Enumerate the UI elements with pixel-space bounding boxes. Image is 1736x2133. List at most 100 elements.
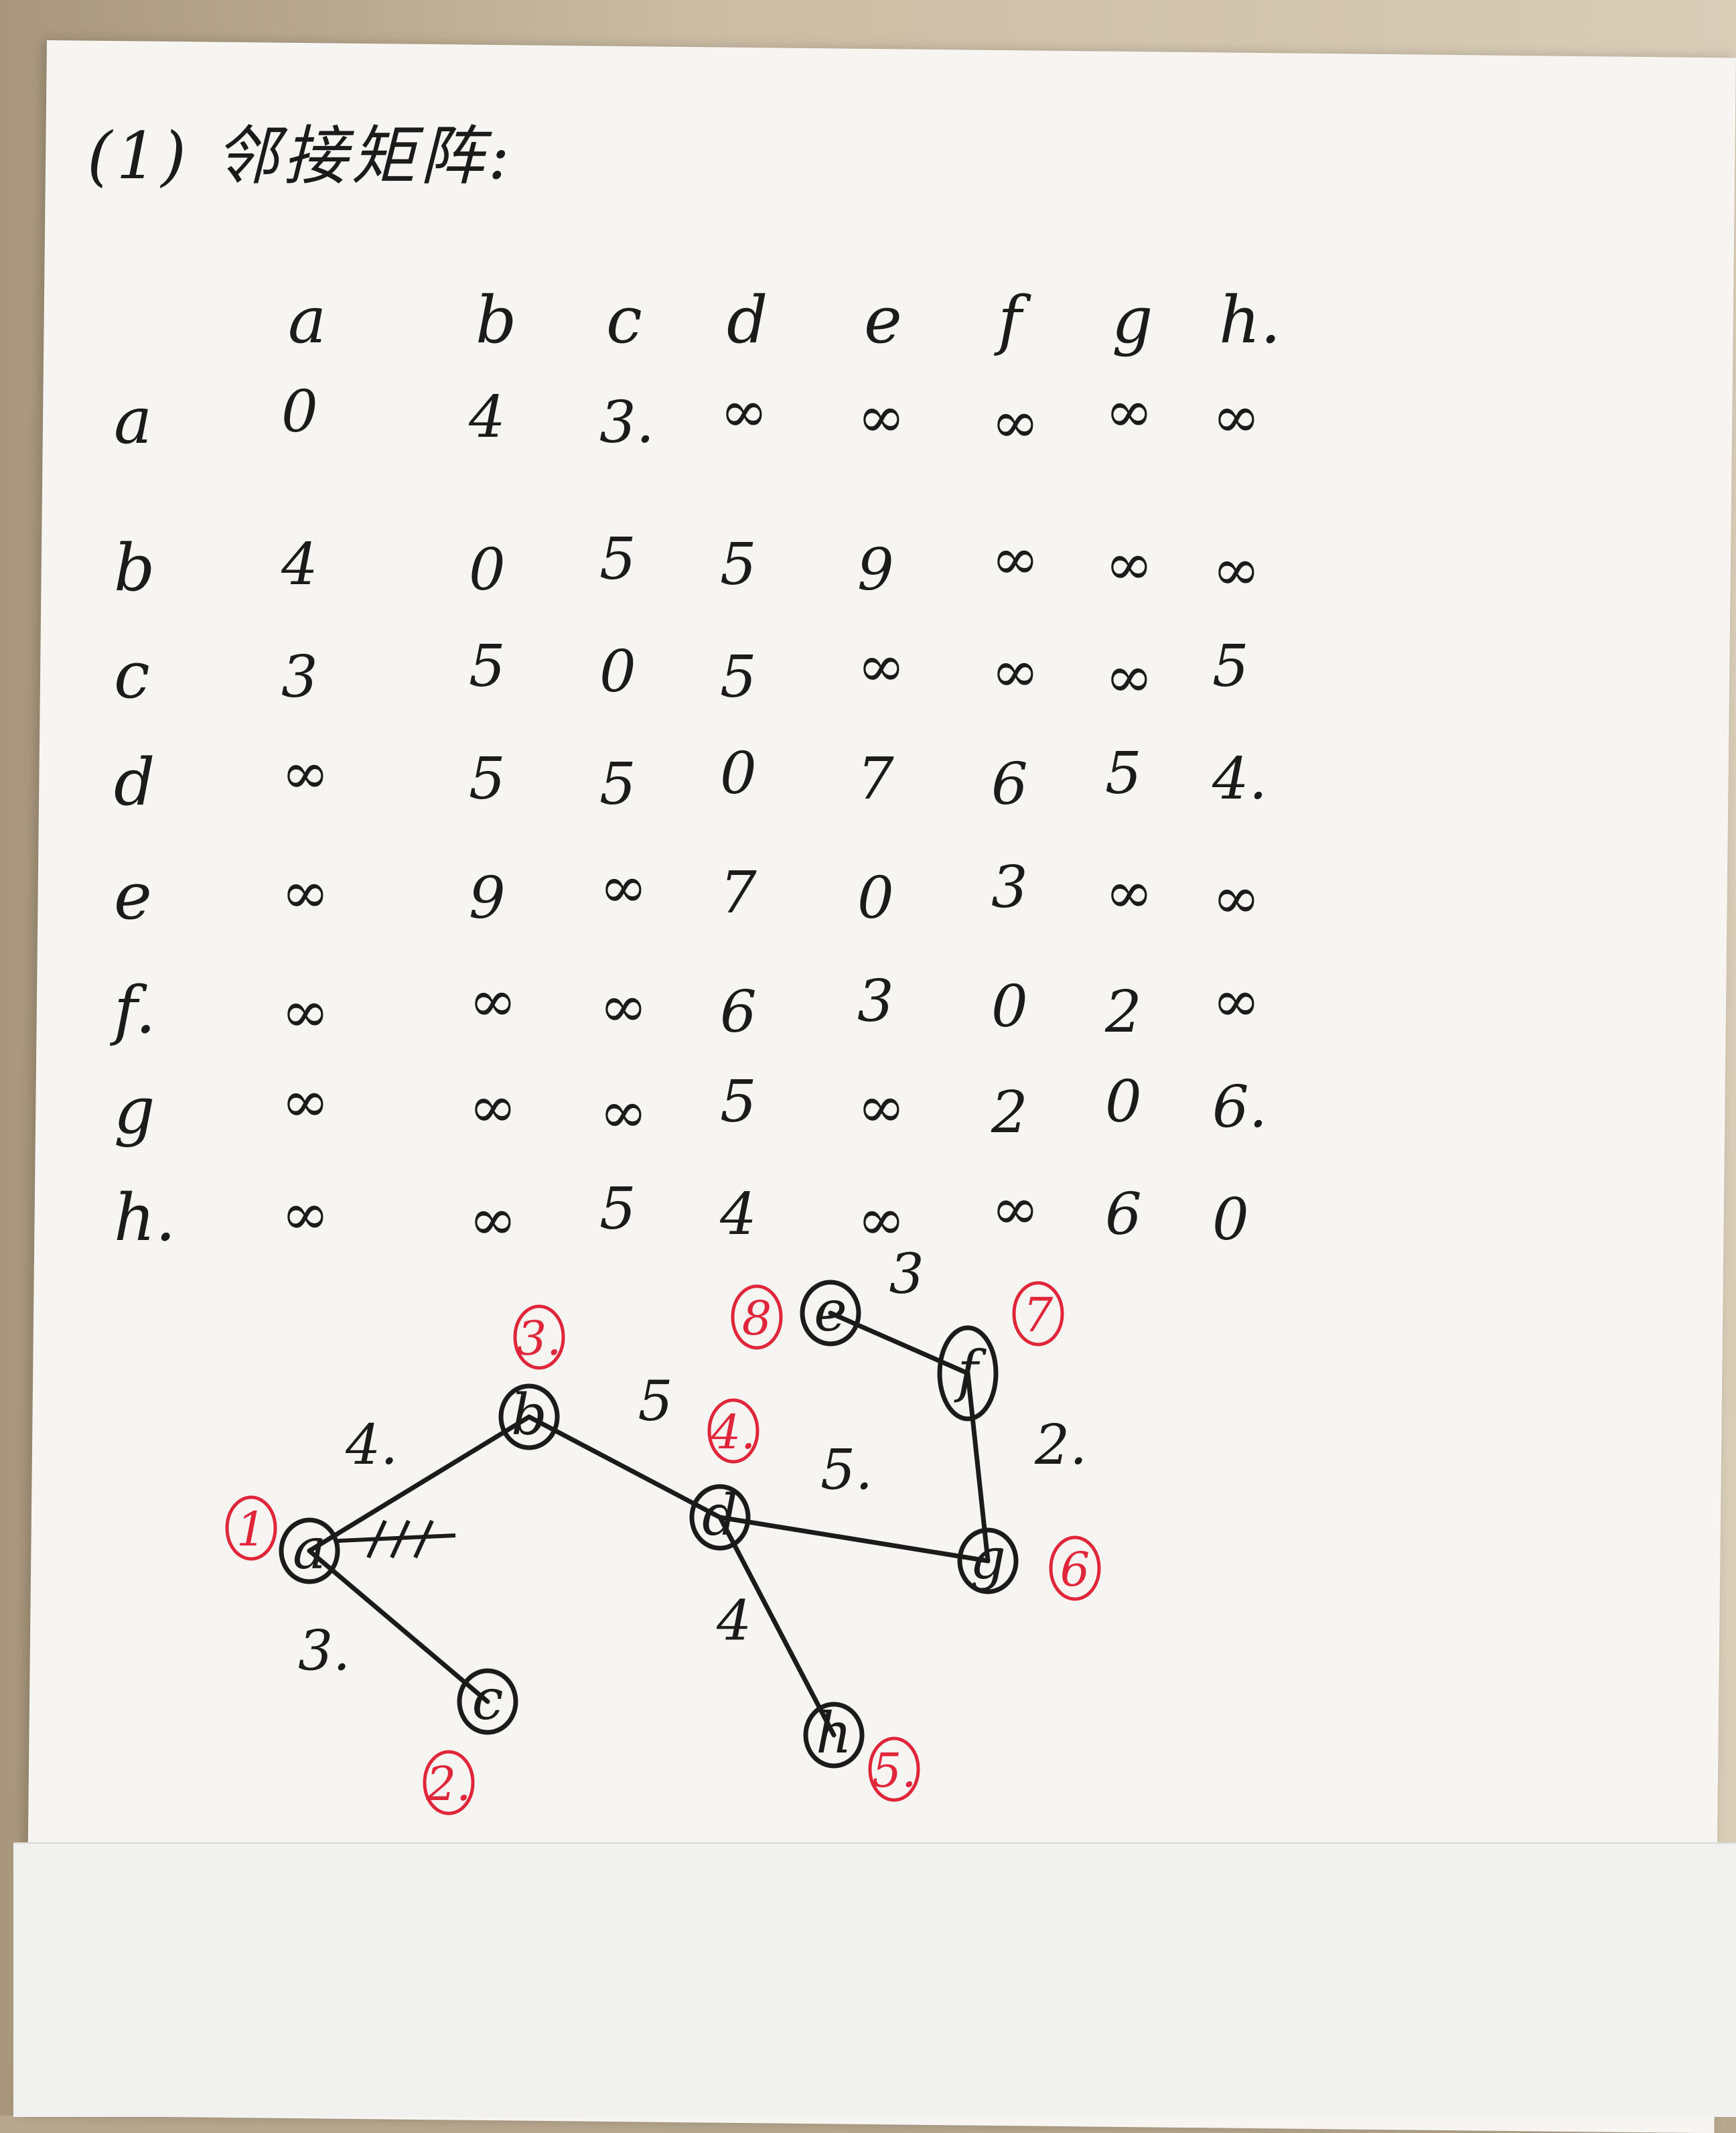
column-header: h. — [1219, 283, 1281, 358]
matrix-cell: 5 — [1105, 740, 1142, 807]
matrix-cell: 5 — [1212, 633, 1249, 700]
node-label: e — [814, 1278, 847, 1344]
edge-weight-label: 3. — [298, 1620, 350, 1683]
node-label: c — [472, 1667, 503, 1732]
column-header: b — [476, 283, 517, 358]
graph-node-h — [803, 1702, 865, 1769]
matrix-cell: 6. — [1212, 1074, 1268, 1141]
edge-weight-label: 4. — [345, 1414, 398, 1477]
matrix-cell: 5 — [599, 526, 636, 593]
matrix-cell: 6 — [1105, 1181, 1142, 1248]
visit-order-circle — [868, 1736, 920, 1802]
strike-mark — [390, 1519, 411, 1559]
node-label: d — [702, 1483, 738, 1548]
matrix-cell: ∞ — [281, 859, 330, 926]
matrix-cell: 5 — [469, 746, 506, 813]
matrix-cell: ∞ — [1105, 859, 1153, 926]
matrix-cell: 0 — [857, 865, 894, 932]
visit-order-label: 1 — [236, 1502, 267, 1557]
matrix-cell: 6 — [720, 979, 757, 1046]
graph-node-g — [957, 1527, 1019, 1594]
column-header: f — [998, 283, 1022, 358]
matrix-cell: ∞ — [281, 1069, 330, 1136]
matrix-cell: ∞ — [1212, 537, 1260, 604]
matrix-cell: ∞ — [1105, 531, 1153, 598]
visit-order-circle — [225, 1495, 277, 1561]
visit-order-label: 3. — [517, 1311, 562, 1366]
graph-node-a — [279, 1517, 340, 1584]
matrix-cell: ∞ — [1105, 379, 1153, 445]
visit-order-circle — [1012, 1281, 1064, 1347]
matrix-cell: ∞ — [857, 1074, 906, 1141]
matrix-cell: ∞ — [281, 1181, 330, 1248]
matrix-cell: 5 — [599, 1176, 636, 1243]
edge-weight-label: 2. — [1034, 1414, 1087, 1477]
edge-weight-label: 5 — [638, 1370, 673, 1434]
matrix-cell: 7 — [857, 746, 894, 813]
node-label: h — [816, 1700, 852, 1766]
graph-edge-e-f — [828, 1310, 970, 1376]
matrix-cell: 2 — [1105, 979, 1142, 1046]
page-title: (1) 邻接矩阵: — [87, 119, 514, 194]
strike-mark — [413, 1519, 434, 1559]
graph-node-e — [800, 1280, 861, 1347]
matrix-cell: ∞ — [857, 384, 906, 451]
graph-edge-a-c — [307, 1548, 490, 1704]
column-header: e — [864, 283, 902, 358]
row-header: f. — [114, 973, 156, 1048]
matrix-cell: 4 — [281, 531, 318, 598]
matrix-cell: ∞ — [1212, 384, 1260, 451]
node-label: f — [953, 1338, 987, 1404]
graph-node-d — [689, 1484, 751, 1551]
matrix-cell: ∞ — [991, 638, 1039, 705]
edge-weight-label: 4 — [716, 1590, 751, 1653]
row-header: g — [114, 1073, 155, 1148]
visit-order-label: 7 — [1023, 1288, 1054, 1343]
matrix-cell: 0 — [1212, 1186, 1249, 1253]
column-header: a — [288, 283, 327, 358]
graph-edge-a-b — [307, 1414, 532, 1554]
visit-order-circle — [1049, 1535, 1101, 1601]
matrix-cell: 5 — [469, 633, 506, 700]
graph-node-f — [937, 1325, 999, 1422]
matrix-cell: 4 — [469, 384, 506, 451]
matrix-cell: 3 — [857, 968, 894, 1035]
matrix-cell: ∞ — [991, 1176, 1039, 1243]
matrix-cell: ∞ — [991, 526, 1039, 593]
matrix-cell: ∞ — [599, 1079, 648, 1146]
matrix-cell: ∞ — [469, 968, 517, 1035]
visit-order-label: 5. — [872, 1743, 917, 1798]
column-header: c — [606, 283, 642, 358]
lower-sheet — [13, 1842, 1736, 2117]
matrix-cell: 5 — [720, 644, 757, 711]
node-label: a — [293, 1516, 326, 1582]
matrix-cell: 3 — [281, 644, 318, 711]
matrix-cell: ∞ — [281, 740, 330, 807]
matrix-cell: 0 — [720, 740, 757, 807]
matrix-cell: ∞ — [599, 973, 648, 1040]
matrix-cell: ∞ — [857, 633, 906, 700]
matrix-cell: 9 — [469, 865, 506, 932]
matrix-cell: 0 — [991, 973, 1028, 1040]
graph-edge-d-g — [717, 1515, 991, 1564]
matrix-cell: ∞ — [857, 1186, 906, 1253]
graph-edge-b-d — [526, 1414, 723, 1520]
matrix-cell: 0 — [599, 638, 636, 705]
matrix-cell: 2 — [991, 1079, 1028, 1146]
matrix-cell: 3. — [599, 389, 655, 456]
matrix-cell: 5 — [599, 751, 636, 818]
visit-order-label: 2. — [426, 1757, 472, 1811]
matrix-cell: 4. — [1212, 746, 1268, 813]
row-header: e — [114, 859, 152, 934]
matrix-cell: 0 — [281, 379, 318, 445]
matrix-cell: 4 — [720, 1181, 757, 1248]
matrix-cell: ∞ — [281, 979, 330, 1046]
matrix-cell: ∞ — [469, 1186, 517, 1253]
matrix-cell: 0 — [469, 537, 506, 604]
row-header: c — [114, 638, 150, 713]
matrix-cell: 5 — [720, 1069, 757, 1136]
matrix-cell: 6 — [991, 751, 1028, 818]
matrix-cell: ∞ — [1212, 968, 1260, 1035]
column-header: g — [1112, 283, 1153, 358]
matrix-cell: 7 — [720, 859, 757, 926]
